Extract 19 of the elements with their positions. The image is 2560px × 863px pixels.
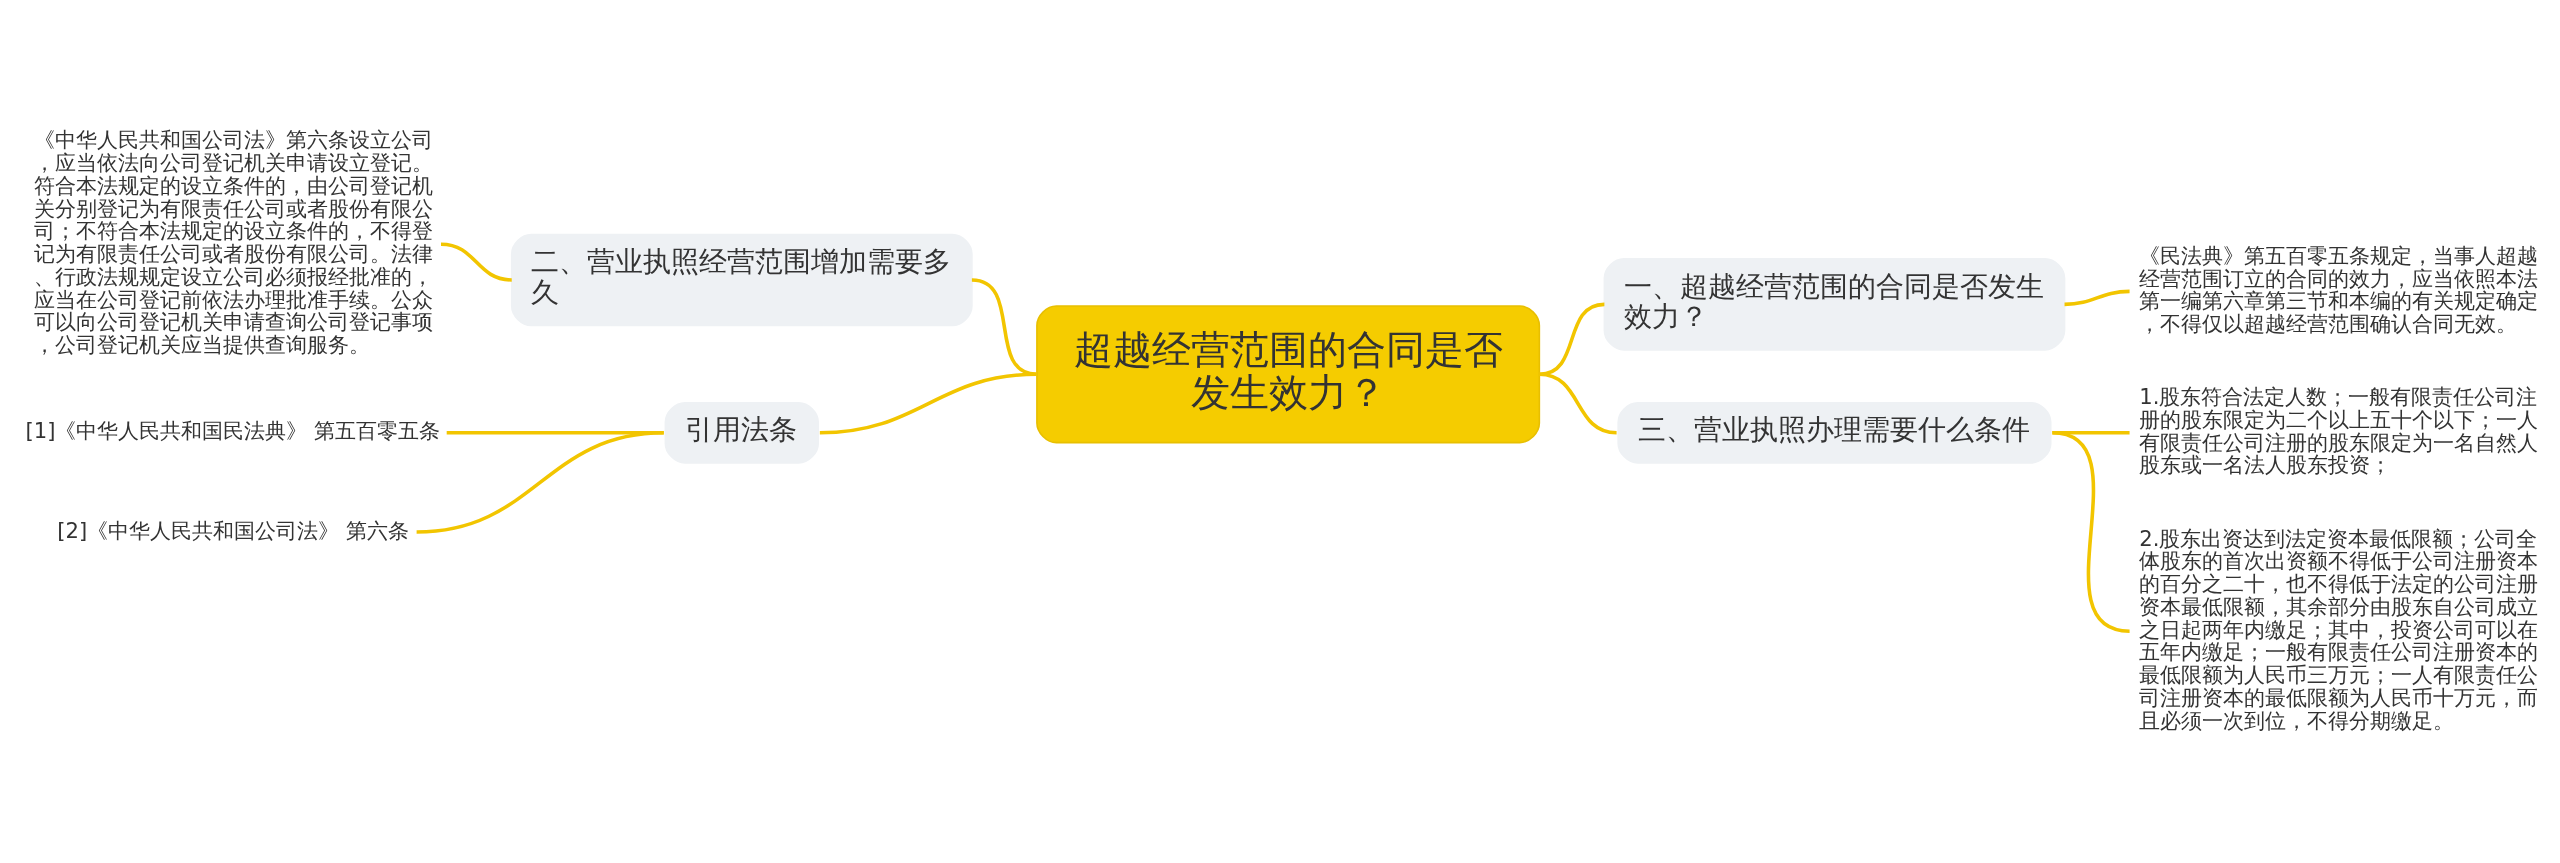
node-box: 三、营业执照办理需要什么条件 xyxy=(1617,401,2052,464)
node-text: 《民法典》第五百零五条规定，当事人超越经营范围订立的合同的效力，应当依照本法第一编第六章第三节和本编的有关规定确定，不得仅以超越经营范围确认合同无效。 xyxy=(2139,242,2539,336)
connector xyxy=(440,241,512,282)
node-text: 1.股东符合法定人数；一般有限责任公司注册的股东限定为二个以上五十个以下；一人有限责任公司注册的股东限定为一名自然人股东或一名法人股东投资； xyxy=(2139,383,2539,477)
node-box: 引用法条 xyxy=(664,401,820,464)
node-text: [1]《中华人民共和国民法典》 第五百零五条 xyxy=(25,417,441,443)
connector xyxy=(971,277,1038,376)
node-text: 《中华人民共和国公司法》第六条设立公司，应当依法向公司登记机关申请设立登记。符合本法规定的设立条件的，由公司登记机关分别登记为有限责任公司或者股份有限公司；不符合本法规定的设立条件的，不得登记为有限责任公司或者股份有限公司。法律、行政法规规定设立公司必须报经批准的，应当在公司登记前依法办理批准手续。公众可以向公司登记机关申请查询公司登记事项，公司登记机关应当提供查询服务。 xyxy=(33,126,433,357)
node-box: 超越经营范围的合同是否发生效力？ xyxy=(1036,304,1541,443)
node-box: 一、超越经营范围的合同是否发生效力？ xyxy=(1603,257,2066,351)
connector xyxy=(1539,302,1605,376)
connector xyxy=(2064,289,2130,306)
connector xyxy=(416,430,664,534)
node-text: [2]《中华人民共和国公司法》 第六条 xyxy=(57,517,409,543)
node-box: 二、营业执照经营范围增加需要多久 xyxy=(510,233,973,326)
connector xyxy=(819,372,1037,435)
connector xyxy=(2052,430,2130,633)
node-text: 2.股东出资达到法定资本最低限额；公司全体股东的首次出资额不得低于公司注册资本的百分之二十，也不得低于法定的公司注册资本最低限额，其余部分由股东自公司成立之日起两年内缴足；其中，投资公司可以在五年内缴足；一般有限责任公司注册资本的最低限额为人民币三万元；一人有限责任公司注册资本的最低限额为人民币十万元，而且必须一次到位，不得分期缴足。 xyxy=(2139,525,2539,733)
connector xyxy=(1539,372,1617,435)
